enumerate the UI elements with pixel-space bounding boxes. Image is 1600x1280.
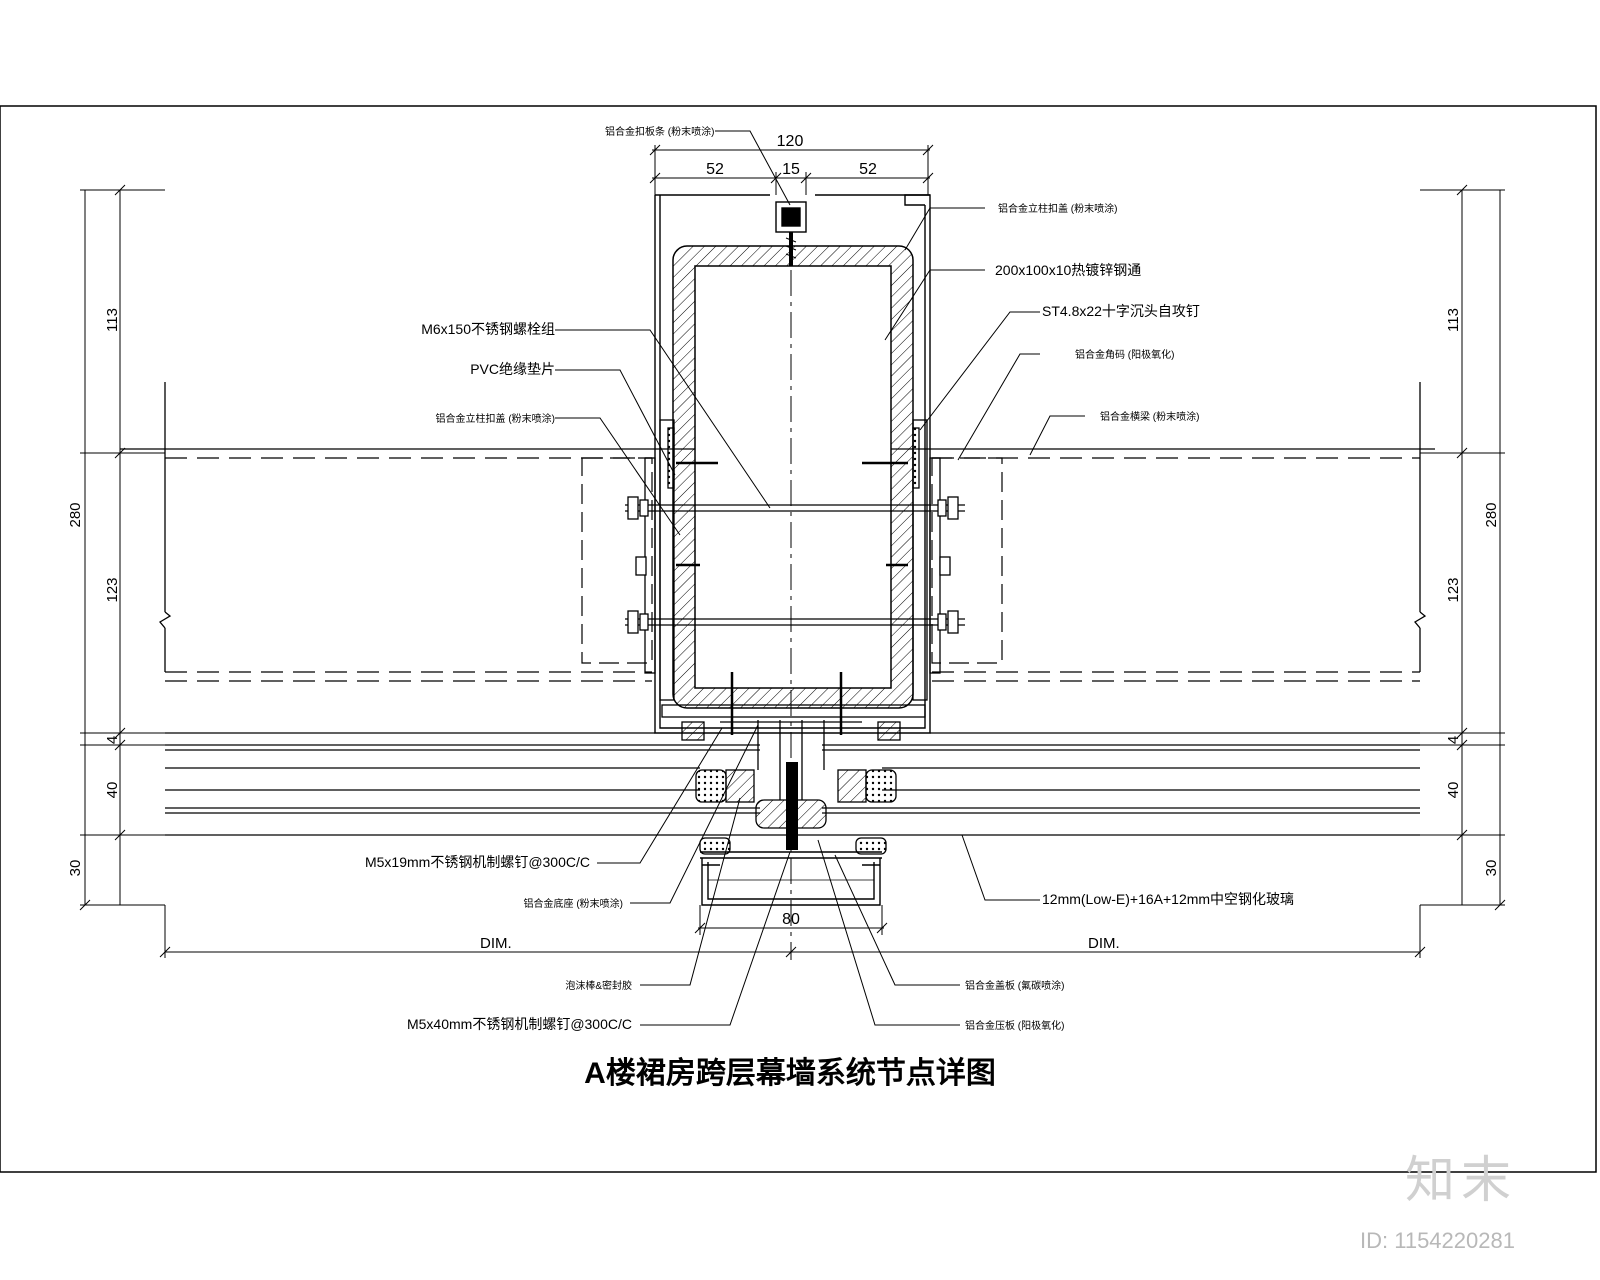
transom-lines (120, 382, 1435, 682)
pressure-plate-cover (700, 851, 882, 906)
dim-label-right: DIM. (1088, 935, 1120, 952)
base-screws (730, 672, 843, 735)
drawing-frame (0, 105, 1597, 1173)
dim-right-280: 280 (1483, 502, 1500, 527)
dim-bottom-80: 80 (782, 911, 800, 928)
label-glass: 12mm(Low-E)+16A+12mm中空钢化玻璃 (1042, 891, 1294, 907)
dim-right-123: 123 (1445, 577, 1462, 602)
dim-right-30: 30 (1483, 860, 1500, 877)
dim-top-52-right: 52 (859, 161, 877, 178)
label-cover-plate: 铝合金盖板 (氟碳喷涂) (965, 979, 1064, 992)
leader-lines (555, 130, 1085, 1026)
label-m5x40: M5x40mm不锈钢机制螺钉@300C/C (407, 1016, 632, 1032)
dim-top-15: 15 (782, 161, 800, 178)
label-column-cover-left: 铝合金立柱扣盖 (粉末喷涂) (436, 412, 555, 425)
bottom-dimension-80 (694, 905, 888, 935)
dim-left-123: 123 (104, 577, 121, 602)
dim-left-113: 113 (104, 308, 121, 332)
through-bolts (625, 496, 965, 634)
dim-top-52-left: 52 (706, 161, 724, 178)
dim-left-40: 40 (104, 782, 121, 799)
label-top-cap: 铝合金扣板条 (粉末喷涂) (605, 125, 714, 138)
label-pvc-pad: PVC绝缘垫片 (470, 361, 555, 377)
label-pressure-plate: 铝合金压板 (阳极氧化) (965, 1019, 1064, 1032)
dim-right-113: 113 (1445, 308, 1462, 332)
label-steel-tube: 200x100x10热镀锌钢通 (995, 262, 1141, 278)
dim-left-280: 280 (67, 502, 84, 527)
dim-label-left: DIM. (480, 935, 512, 952)
dim-right-40: 40 (1445, 782, 1462, 799)
base-plate (661, 704, 926, 718)
brand-id: ID: 1154220281 (1360, 1228, 1515, 1253)
dim-right-4: 4 (1445, 736, 1462, 744)
center-screw (786, 762, 798, 850)
label-column-cover-right: 铝合金立柱扣盖 (粉末喷涂) (998, 202, 1117, 215)
self-tapping-screws (676, 461, 908, 567)
angle-clip-left (581, 457, 653, 664)
label-foam-rod: 泡沫棒&密封胶 (565, 979, 632, 992)
dim-top-120: 120 (777, 133, 804, 150)
label-st-screw: ST4.8x22十字沉头自攻钉 (1042, 303, 1200, 319)
top-dimensions (649, 144, 934, 195)
brand-logo: 知末 (1405, 1151, 1517, 1209)
center-profile (720, 720, 862, 800)
label-m6-bolt: M6x150不锈钢螺栓组 (421, 321, 555, 337)
gaskets (681, 721, 901, 855)
right-dimensions (1420, 184, 1506, 911)
dim-left-4: 4 (104, 736, 121, 744)
label-transom: 铝合金横梁 (粉末喷涂) (1100, 410, 1199, 423)
label-m5x19: M5x19mm不锈钢机制螺钉@300C/C (365, 854, 590, 870)
glass-panes (165, 732, 1420, 836)
label-base: 铝合金底座 (粉末喷涂) (524, 897, 623, 910)
dim-left-30: 30 (67, 860, 84, 877)
steel-tube-inner (694, 265, 892, 689)
dim-line (159, 905, 1426, 958)
label-angle-clip: 铝合金角码 (阳极氧化) (1075, 348, 1174, 361)
drawing-title: A楼裙房跨层幕墙系统节点详图 (584, 1056, 996, 1090)
angle-clip-right (931, 457, 1003, 664)
left-dimensions (79, 184, 165, 911)
